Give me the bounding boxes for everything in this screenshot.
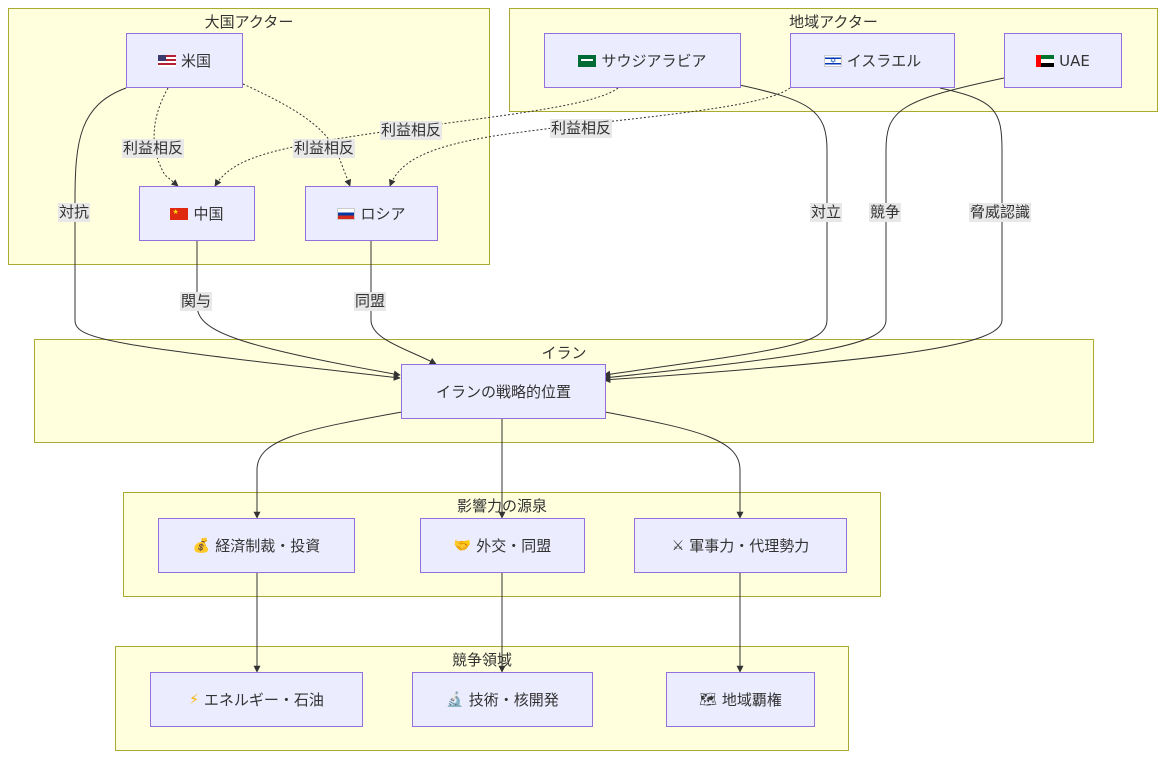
node-econ[interactable]: 💰 経済制裁・投資 — [158, 518, 355, 573]
node-sa-label: サウジアラビア — [601, 52, 707, 70]
edge-label-ru-iran: 同盟 — [354, 292, 387, 311]
cluster-title-arena: 競争領域 — [451, 651, 512, 669]
node-sa[interactable]: サウジアラビア — [544, 33, 741, 88]
edge-us-ru — [242, 83, 352, 187]
edge-label-il-iran: 脅威認識 — [969, 203, 1032, 222]
us-flag-icon — [157, 54, 176, 67]
cn-flag-icon: ★ — [170, 207, 189, 220]
node-il[interactable]: ✡ イスラエル — [790, 33, 955, 88]
node-us-label: 米国 — [180, 52, 211, 70]
edge-label-sa-cn: 利益相反 — [380, 121, 443, 140]
edge-label-us-iran: 対抗 — [58, 203, 91, 222]
node-uae[interactable]: UAE — [1004, 33, 1122, 88]
node-diplo[interactable]: 🤝 外交・同盟 — [420, 518, 585, 573]
edge-iran-econ — [253, 411, 403, 519]
node-energy-label: エネルギー・石油 — [203, 691, 324, 709]
sa-flag-icon — [578, 54, 597, 67]
node-hegemony-label: 地域覇権 — [721, 691, 782, 709]
microscope-icon: 🔬 — [446, 691, 464, 708]
edge-label-us-ru: 利益相反 — [293, 139, 356, 158]
money-bag-icon: 💰 — [192, 537, 211, 554]
node-mil-label: 軍事力・代理勢力 — [689, 537, 810, 555]
node-iran-label: イランの戦略的位置 — [435, 383, 571, 401]
cluster-title-regional: 地域アクター — [789, 13, 878, 31]
edge-us-cn — [153, 87, 179, 187]
crossed-swords-icon: ⚔ — [671, 537, 685, 554]
edge-il-ru — [389, 87, 791, 187]
node-il-label: イスラエル — [846, 52, 922, 70]
node-energy[interactable]: ⚡ エネルギー・石油 — [150, 672, 363, 727]
handshake-icon: 🤝 — [453, 537, 472, 554]
edge-label-cn-iran: 関与 — [180, 292, 213, 311]
edge-sa-iran — [603, 83, 828, 378]
edge-ru-iran — [370, 241, 437, 365]
cluster-title-iran: イラン — [541, 344, 587, 362]
node-ru-label: ロシア — [360, 205, 406, 223]
node-econ-label: 経済制裁・投資 — [215, 537, 321, 555]
ru-flag-icon — [337, 207, 356, 220]
edge-il-iran — [603, 87, 1003, 384]
edge-sa-cn — [214, 87, 619, 187]
edge-label-sa-iran: 対立 — [810, 203, 843, 222]
node-uae-label: UAE — [1059, 51, 1090, 70]
uae-flag-icon — [1036, 54, 1055, 67]
cluster-title-major: 大国アクター — [204, 13, 294, 31]
node-mil[interactable]: ⚔ 軍事力・代理勢力 — [634, 518, 847, 573]
node-ru[interactable]: ロシア — [305, 186, 438, 241]
node-iran[interactable]: イランの戦略的位置 — [401, 364, 606, 419]
edge-label-il-ru: 利益相反 — [550, 119, 613, 138]
node-diplo-label: 外交・同盟 — [476, 537, 552, 555]
node-cn[interactable]: ★ 中国 — [139, 186, 255, 241]
edge-label-uae-iran: 競争 — [869, 203, 902, 222]
map-icon: 🗺 — [699, 691, 717, 708]
edge-uae-iran — [603, 77, 1005, 381]
node-hegemony[interactable]: 🗺 地域覇権 — [666, 672, 815, 727]
node-cn-label: 中国 — [193, 205, 224, 223]
lightning-icon: ⚡ — [189, 691, 199, 708]
edge-us-iran — [74, 87, 401, 381]
node-tech[interactable]: 🔬 技術・核開発 — [412, 672, 593, 727]
edge-iran-mil — [604, 411, 744, 519]
il-flag-icon: ✡ — [823, 54, 842, 67]
node-us[interactable]: 米国 — [126, 33, 243, 88]
node-tech-label: 技術・核開発 — [468, 691, 559, 709]
edge-label-us-cn: 利益相反 — [122, 139, 185, 158]
